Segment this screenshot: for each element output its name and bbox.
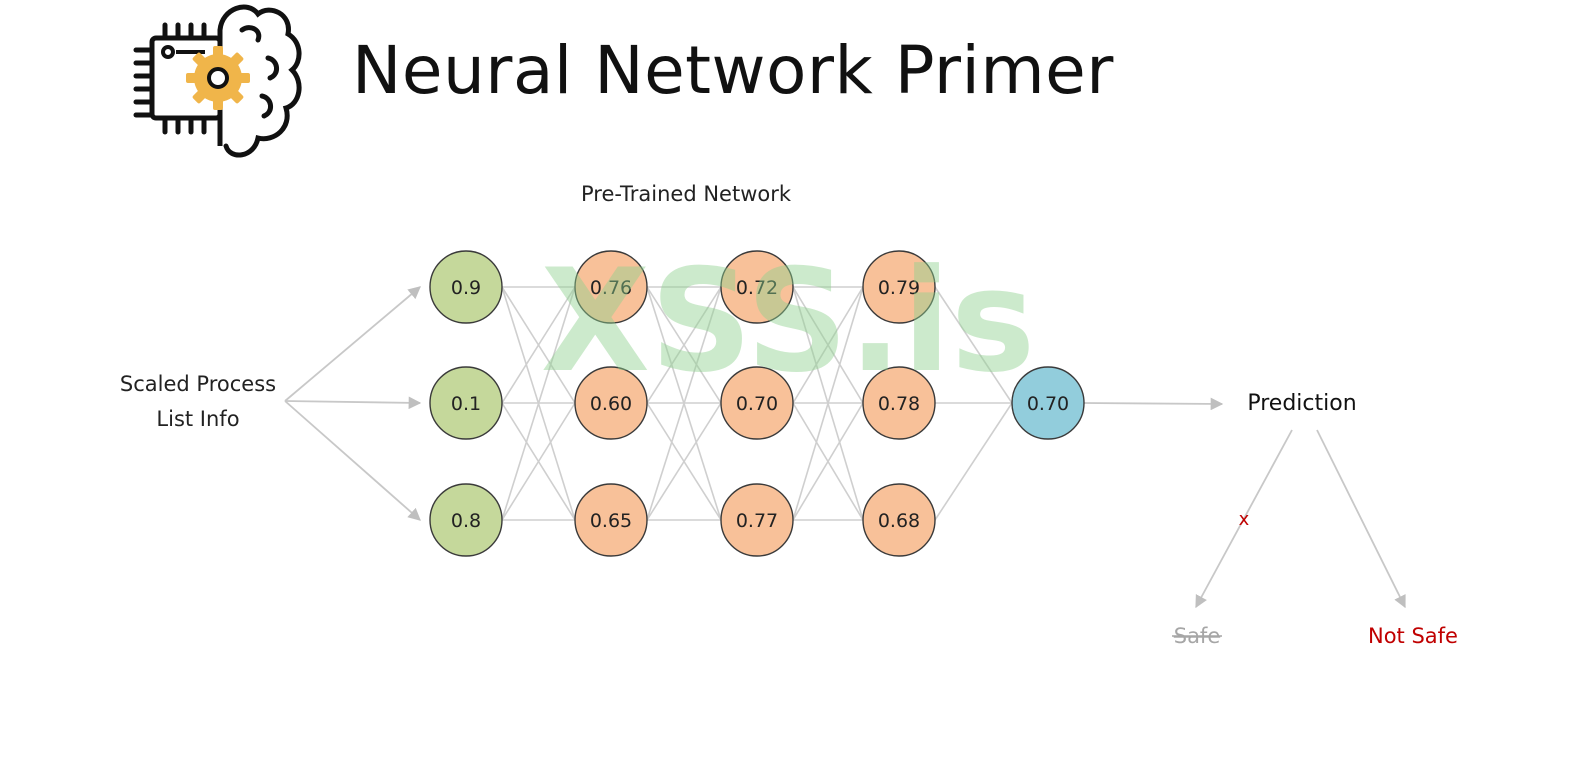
node-hidden: 0.68 (862, 483, 936, 557)
node-hidden: 0.77 (720, 483, 794, 557)
network-connection (501, 286, 576, 404)
network-connection (792, 402, 864, 521)
node-hidden: 0.76 (574, 250, 648, 324)
input-label-line2: List Info (156, 407, 239, 431)
network-connection (646, 286, 722, 521)
outcome-not-safe: Not Safe (1368, 624, 1458, 648)
node-circle (720, 366, 794, 440)
network-connection (646, 402, 722, 521)
node-value: 0.76 (590, 277, 632, 299)
network-label: Pre-Trained Network (581, 182, 792, 206)
node-value: 0.9 (451, 277, 481, 299)
node-circle (574, 366, 648, 440)
node-hidden: 0.60 (574, 366, 648, 440)
flow-arrows (284, 286, 1406, 609)
node-hidden: 0.79 (862, 250, 936, 324)
node-circle (429, 483, 503, 557)
network-connection (646, 286, 722, 404)
node-value: 0.1 (451, 393, 481, 415)
node-value: 0.70 (736, 393, 778, 415)
node-input: 0.1 (429, 366, 503, 440)
network-connection (934, 402, 1013, 521)
network-connection (792, 286, 864, 521)
network-connection (501, 286, 576, 521)
node-value: 0.70 (1027, 393, 1069, 415)
node-circle (429, 250, 503, 324)
input-arrow (284, 286, 421, 402)
node-circle (720, 250, 794, 324)
node-output: 0.70 (1011, 366, 1085, 440)
rejected-mark: x (1239, 509, 1250, 530)
node-value: 0.8 (451, 510, 481, 532)
prediction-arrow (1083, 397, 1224, 411)
node-value: 0.78 (878, 393, 920, 415)
node-circle (1011, 366, 1085, 440)
node-circle (720, 483, 794, 557)
input-arrow (284, 400, 421, 521)
node-input: 0.9 (429, 250, 503, 324)
node-circle (862, 483, 936, 557)
input-arrow (284, 396, 422, 410)
node-input: 0.8 (429, 483, 503, 557)
not-safe-branch-arrow (1316, 429, 1406, 609)
node-circle (862, 366, 936, 440)
ai-brain-chip-icon (130, 0, 305, 169)
node-value: 0.77 (736, 510, 778, 532)
watermark: XSS.is (541, 239, 1036, 404)
node-value: 0.72 (736, 277, 778, 299)
network-connection (934, 286, 1013, 404)
node-circle (574, 250, 648, 324)
node-circle (429, 366, 503, 440)
node-circle (862, 250, 936, 324)
node-hidden: 0.78 (862, 366, 936, 440)
prediction-label: Prediction (1247, 391, 1356, 416)
input-label-line1: Scaled Process (120, 372, 276, 396)
network-nodes: 0.9 0.1 0.8 0.76 0.60 0.65 0.72 0.70 0.77 0.79 0.7… (429, 250, 1085, 557)
node-value: 0.60 (590, 393, 632, 415)
node-value: 0.68 (878, 510, 920, 532)
node-value: 0.79 (878, 277, 920, 299)
slide-title: Neural Network Primer (352, 32, 1114, 109)
node-hidden: 0.70 (720, 366, 794, 440)
node-circle (574, 483, 648, 557)
node-hidden: 0.65 (574, 483, 648, 557)
node-hidden: 0.72 (720, 250, 794, 324)
safe-branch-arrow (1195, 429, 1293, 609)
network-connections (501, 286, 1013, 521)
node-value: 0.65 (590, 510, 632, 532)
network-connection (501, 402, 576, 521)
network-connection (792, 286, 864, 404)
